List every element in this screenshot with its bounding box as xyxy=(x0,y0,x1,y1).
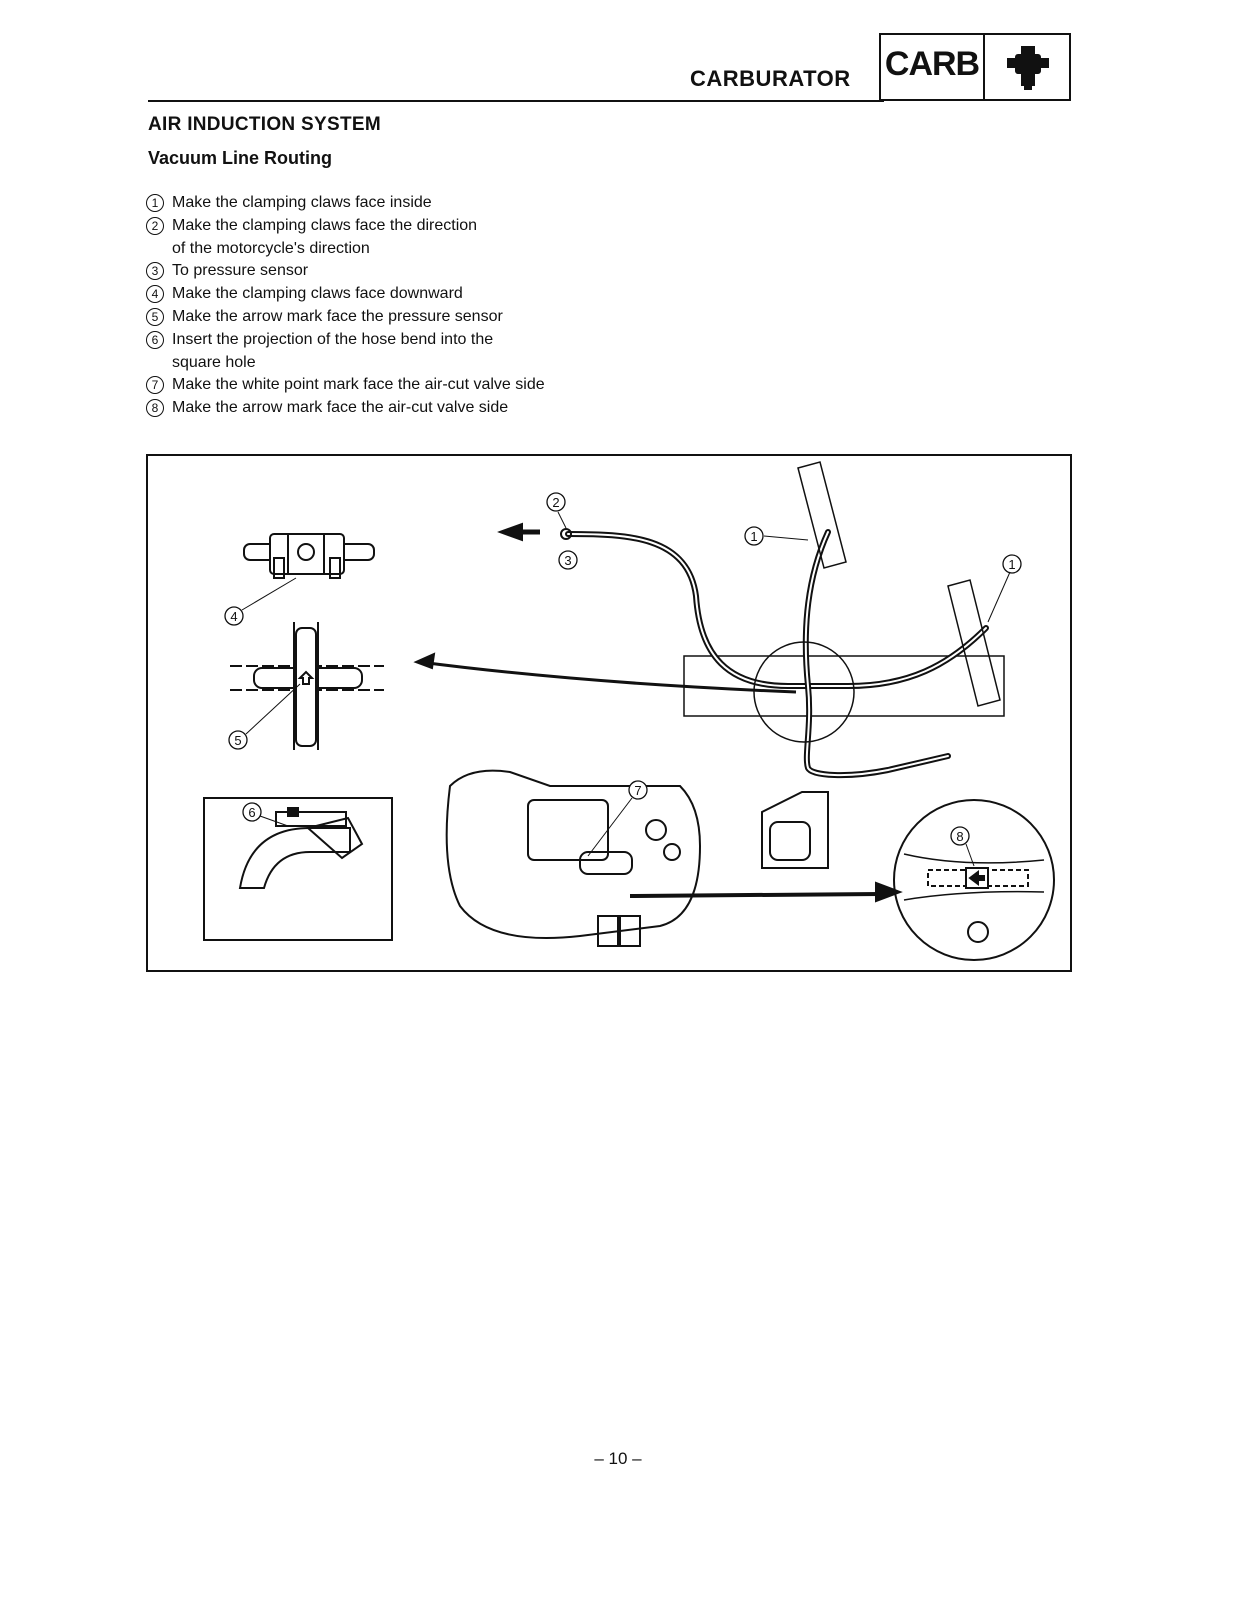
item-text: Make the clamping claws face the directi… xyxy=(172,216,478,234)
header-rule xyxy=(148,100,884,102)
instruction-list: 1 Make the clamping claws face inside 2 … xyxy=(146,192,606,420)
hose-clamp-detail xyxy=(243,533,375,579)
item-text: To pressure sensor xyxy=(172,262,309,280)
page-header-title: CARBURATOR xyxy=(690,66,851,91)
callout-label: 1 xyxy=(1008,557,1015,572)
item-number: 4 xyxy=(146,285,164,304)
list-item: 3 To pressure sensor xyxy=(146,260,606,283)
list-item: 2 Make the clamping claws face the direc… xyxy=(146,215,606,261)
item-number: 5 xyxy=(146,307,164,326)
magnified-view xyxy=(893,799,1055,961)
item-number: 2 xyxy=(146,216,164,235)
item-text: square hole xyxy=(172,353,256,371)
callout-label: 5 xyxy=(234,733,241,748)
list-item: 4 Make the clamping claws face downward xyxy=(146,283,606,306)
list-item: 6 Insert the projection of the hose bend… xyxy=(146,329,606,375)
item-text: Make the clamping claws face inside xyxy=(172,194,432,211)
page-number: – 10 – xyxy=(594,1449,642,1468)
item-number: 1 xyxy=(146,194,164,212)
item-text: Make the arrow mark face the air-cut val… xyxy=(172,399,509,417)
item-number: 3 xyxy=(146,262,164,281)
section-badge: CARB xyxy=(879,33,1071,101)
callout-label: 7 xyxy=(634,783,641,798)
list-item: 7 Make the white point mark face the air… xyxy=(146,374,606,397)
item-text: Make the clamping claws face downward xyxy=(172,285,463,303)
list-item: 5 Make the arrow mark face the pressure … xyxy=(146,306,606,329)
callout-label: 6 xyxy=(248,805,255,820)
item-number: 6 xyxy=(146,330,164,349)
item-text: Make the arrow mark face the pressure se… xyxy=(172,307,503,325)
item-text: Make the white point mark face the air-c… xyxy=(172,376,545,394)
callout-label: 4 xyxy=(230,609,237,624)
callout-label: 8 xyxy=(956,829,963,844)
item-text: of the motorcycle's direction xyxy=(172,239,370,257)
carburetor-drawing xyxy=(445,769,702,947)
hose-bend-detail xyxy=(203,797,393,941)
callout-label: 1 xyxy=(750,529,757,544)
vacuum-routing-diagram: 1 1 2 3 4 5 6 7 8 xyxy=(146,454,1072,972)
cross-joint-detail xyxy=(230,622,384,750)
vacuum-hose-routing xyxy=(497,461,1005,779)
item-number: 8 xyxy=(146,399,164,418)
carburetor-icon xyxy=(985,35,1069,99)
item-number: 7 xyxy=(146,376,164,395)
item-text: Insert the projection of the hose bend i… xyxy=(172,330,494,348)
bracket-detail xyxy=(761,791,829,869)
callout-label: 2 xyxy=(552,495,559,510)
callout-label: 3 xyxy=(564,553,571,568)
list-item: 8 Make the arrow mark face the air-cut v… xyxy=(146,397,606,420)
badge-label: CARB xyxy=(881,35,985,99)
section-title: AIR INDUCTION SYSTEM xyxy=(148,114,381,135)
list-item: 1 Make the clamping claws face inside xyxy=(146,192,606,215)
subsection-title: Vacuum Line Routing xyxy=(148,148,333,168)
